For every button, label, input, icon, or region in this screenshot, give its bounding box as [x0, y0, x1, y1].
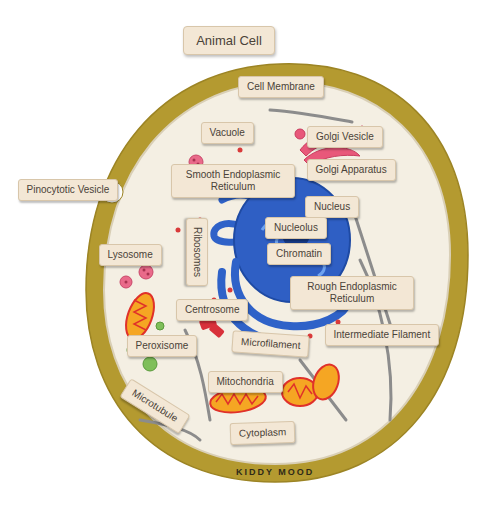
part-name: Nucleolus	[274, 222, 318, 234]
part-name: Nucleus	[314, 201, 350, 213]
label-plaque: Nucleus	[305, 196, 359, 218]
part-name: Peroxisome	[136, 340, 189, 352]
label-plaque: Cell Membrane	[238, 76, 324, 98]
part-name: Lysosome	[108, 249, 153, 261]
part-name: Centrosome	[185, 304, 239, 316]
label-plaque: Intermediate Filament	[325, 324, 440, 346]
part-name: Chromatin	[276, 248, 322, 260]
label-plaque: Mitochondria	[208, 371, 283, 393]
label-plaque: Smooth Endoplasmic Reticulum	[171, 164, 295, 198]
part-name: Vacuole	[210, 127, 245, 139]
part-name: Mitochondria	[217, 376, 274, 388]
label-plaque: Ribosomes	[186, 218, 208, 286]
label-plaque: Golgi Vesicle	[307, 126, 383, 148]
part-name: Smooth Endoplasmic Reticulum	[180, 169, 286, 193]
part-name: Pinocytotic Vesicle	[27, 184, 110, 196]
label-plaque: Chromatin	[267, 243, 331, 265]
label-plaque: Golgi Apparatus	[307, 159, 396, 181]
part-name: Cell Membrane	[247, 81, 315, 93]
label-plaque: Vacuole	[201, 122, 254, 144]
label-plaque: Centrosome	[176, 299, 248, 321]
label-plaque: Rough Endoplasmic Reticulum	[290, 276, 414, 310]
part-name: Rough Endoplasmic Reticulum	[299, 281, 405, 305]
label-plaque: Cytoplasm	[229, 421, 295, 445]
part-name: Ribosomes	[191, 227, 203, 277]
part-name: Golgi Vesicle	[316, 131, 374, 143]
part-name: Cytoplasm	[238, 426, 286, 440]
label-plaque: Pinocytotic Vesicle	[18, 179, 119, 201]
label-plaque: Peroxisome	[127, 335, 198, 357]
title-plaque: Animal Cell	[183, 26, 275, 55]
part-name: Golgi Apparatus	[316, 164, 387, 176]
part-name: Microfilament	[240, 336, 300, 352]
brand-mark: KIDDY MOOD	[236, 467, 314, 477]
label-plaque: Lysosome	[99, 244, 162, 266]
part-name: Intermediate Filament	[334, 329, 431, 341]
label-plaque: Nucleolus	[265, 217, 327, 239]
